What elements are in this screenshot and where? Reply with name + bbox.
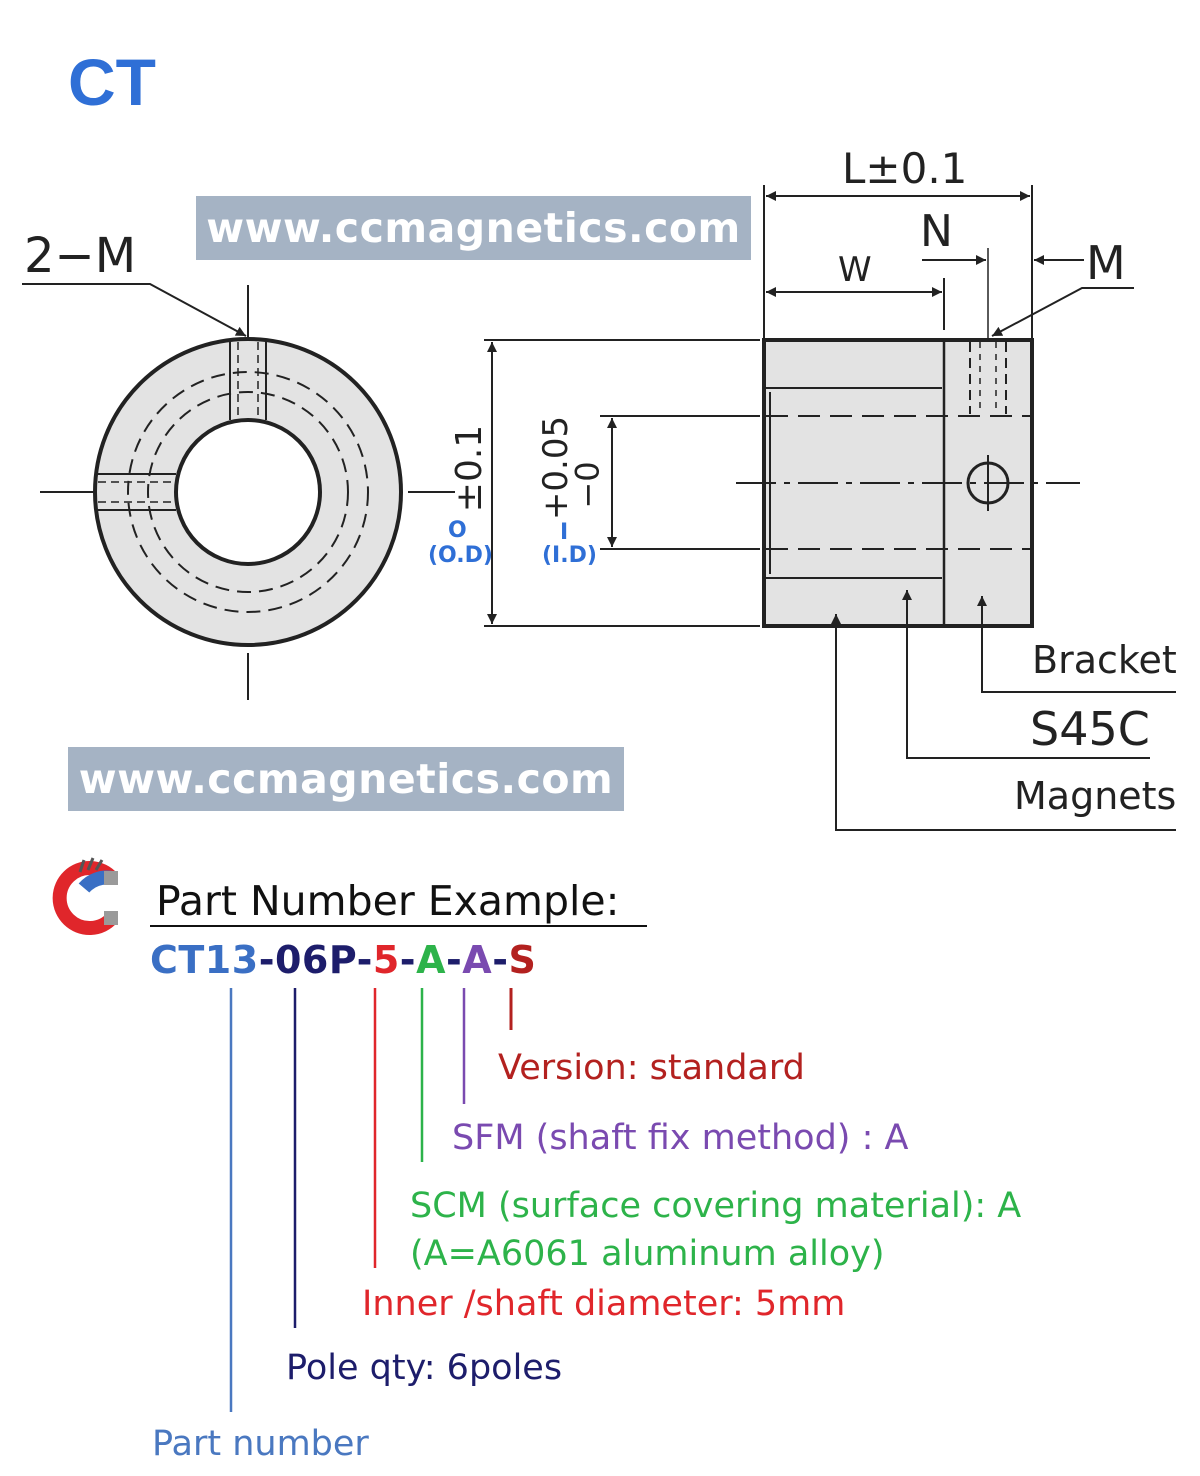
label-od-tolerance: ±0.1 bbox=[449, 424, 491, 513]
desc-scm-line2: (A=A6061 aluminum alloy) bbox=[410, 1234, 885, 1274]
part-number-code: CT13-06P-5-A-A-S bbox=[150, 938, 536, 982]
desc-pole-qty: Pole qty: 6poles bbox=[286, 1348, 563, 1388]
label-n: N bbox=[920, 206, 953, 257]
label-m: M bbox=[1086, 236, 1126, 290]
code-segment: - bbox=[356, 938, 373, 982]
label-bracket: Bracket bbox=[1032, 638, 1177, 682]
code-segment: 06P bbox=[274, 938, 357, 982]
ring-front-view bbox=[22, 283, 455, 700]
label-od-letter: O bbox=[448, 518, 467, 543]
label-w: W bbox=[838, 250, 872, 290]
desc-version: Version: standard bbox=[498, 1048, 805, 1088]
desc-part-number: Part number bbox=[152, 1424, 369, 1464]
code-segment: A bbox=[416, 938, 446, 982]
code-segment: - bbox=[399, 938, 417, 982]
label-s45c: S45C bbox=[1030, 702, 1150, 756]
coupling-side-view bbox=[736, 338, 1080, 628]
label-od-name: (O.D) bbox=[428, 543, 493, 568]
label-id-name: (I.D) bbox=[542, 543, 597, 568]
label-id-tolerance-lower: −0 bbox=[568, 461, 607, 509]
dimension-lines bbox=[484, 185, 1176, 831]
code-segment: - bbox=[446, 938, 463, 982]
code-segment: 5 bbox=[372, 938, 400, 982]
part-number-heading: Part Number Example: bbox=[156, 877, 620, 925]
code-segment: CT13 bbox=[150, 938, 259, 982]
label-length: L±0.1 bbox=[842, 144, 968, 193]
code-segment: A bbox=[462, 938, 493, 982]
desc-scm-line1: SCM (surface covering material): A bbox=[410, 1186, 1022, 1226]
label-2-m: 2−M bbox=[24, 228, 137, 284]
desc-sfm: SFM (shaft fix method) : A bbox=[452, 1118, 909, 1158]
page-title: CT bbox=[68, 45, 156, 119]
watermark-banner: www.ccmagnetics.com bbox=[196, 196, 751, 260]
code-segment: S bbox=[508, 938, 537, 982]
watermark-banner: www.ccmagnetics.com bbox=[68, 747, 624, 811]
part-number-guides bbox=[229, 988, 513, 1412]
label-magnets: Magnets bbox=[1014, 774, 1177, 818]
code-segment: - bbox=[492, 938, 509, 982]
label-id-letter: I bbox=[560, 520, 569, 545]
code-segment: - bbox=[258, 938, 275, 982]
magnet-logo-icon bbox=[52, 857, 118, 935]
heading-underline bbox=[150, 925, 647, 927]
desc-inner-diameter: Inner /shaft diameter: 5mm bbox=[362, 1284, 846, 1324]
